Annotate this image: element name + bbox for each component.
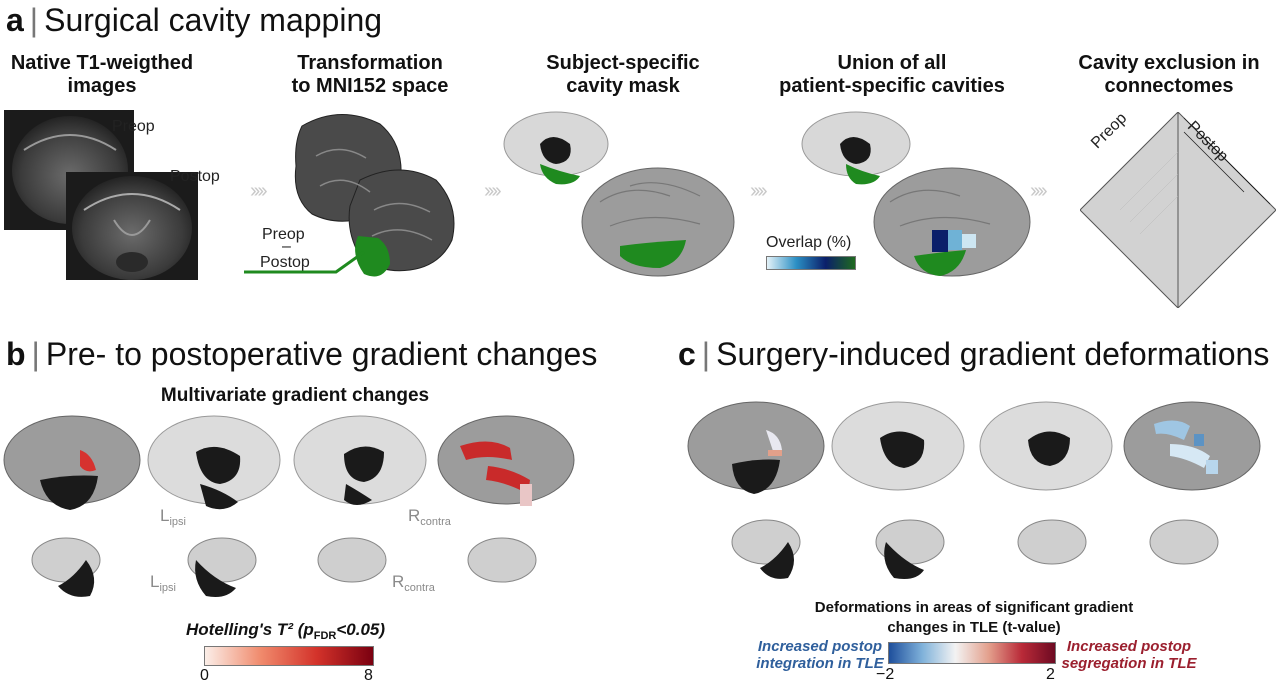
hotelling-label: Hotelling's T² (pFDR<0.05)	[186, 620, 386, 642]
overlap-label: Overlap (%)	[766, 234, 852, 251]
deformation-caption: Deformations in areas of significant gra…	[744, 598, 1204, 638]
caption-line-1: Deformations in areas of significant gra…	[814, 599, 1134, 616]
l-ipsi-label-bottom: Lipsi	[150, 572, 176, 594]
mni-brain-slices-image	[244, 114, 455, 277]
arrow-2-icon: ››››	[484, 180, 502, 202]
minus-sign: –	[282, 238, 291, 255]
panel-letter: c	[678, 336, 696, 372]
minus-label-postop: Postop	[260, 254, 310, 271]
preop-label: Preop	[112, 118, 155, 135]
cavity-union-brains-image	[801, 111, 1031, 277]
step-2-heading: Transformation to MNI152 space	[291, 52, 449, 97]
tvalue-colorbar	[888, 642, 1056, 664]
multivariate-subtitle: Multivariate gradient changes	[160, 385, 430, 406]
arrow-4-icon: ››››	[1030, 180, 1048, 202]
r-contra-label-bottom: Rcontra	[392, 572, 435, 594]
step-3-heading: Subject-specific cavity mask	[546, 52, 700, 97]
panel-title-text: Surgical cavity mapping	[44, 2, 383, 38]
panel-b-title: b|Pre- to postoperative gradient changes	[6, 336, 598, 372]
panel-title-text: Surgery-induced gradient deformations	[716, 336, 1270, 372]
tvalue-cbar-min: −2	[876, 666, 895, 683]
step-1-heading: Native T1-weigthed images	[10, 52, 194, 97]
caption-line-2: changes in TLE (t-value)	[887, 619, 1061, 636]
connectome-matrix-image	[1080, 112, 1276, 308]
r-contra-label-top: Rcontra	[408, 506, 451, 528]
panel-title-text: Pre- to postoperative gradient changes	[45, 336, 598, 372]
panel-c-title: c|Surgery-induced gradient deformations	[678, 336, 1270, 372]
integration-note: Increased postop integration in TLE	[756, 638, 884, 672]
tvalue-cbar-max: 2	[1046, 666, 1055, 683]
mri-slices-image	[4, 110, 198, 280]
hotelling-cbar-max: 8	[364, 667, 373, 684]
step-4-heading: Union of all patient-specific cavities	[779, 52, 1005, 97]
step-5-heading: Cavity exclusion in connectomes	[1078, 52, 1260, 97]
panel-a-title: a|Surgical cavity mapping	[6, 2, 383, 38]
arrow-3-icon: ››››	[750, 180, 768, 202]
panel-letter: b	[6, 336, 26, 372]
gradient-deformation-brains-image	[687, 401, 1261, 579]
hotelling-cbar-min: 0	[200, 667, 209, 684]
overlap-colorbar	[766, 256, 856, 270]
postop-label: Postop	[170, 168, 220, 185]
cavity-mask-brains-image	[503, 111, 735, 277]
panel-letter: a	[6, 2, 24, 38]
l-ipsi-label-top: Lipsi	[160, 506, 186, 528]
gradient-change-brains-image	[3, 415, 575, 597]
arrow-1-icon: ››››	[250, 180, 268, 202]
hotelling-colorbar	[204, 646, 374, 666]
minus-label-preop: Preop	[262, 226, 305, 243]
segregation-note: Increased postop segregation in TLE	[1061, 638, 1197, 672]
